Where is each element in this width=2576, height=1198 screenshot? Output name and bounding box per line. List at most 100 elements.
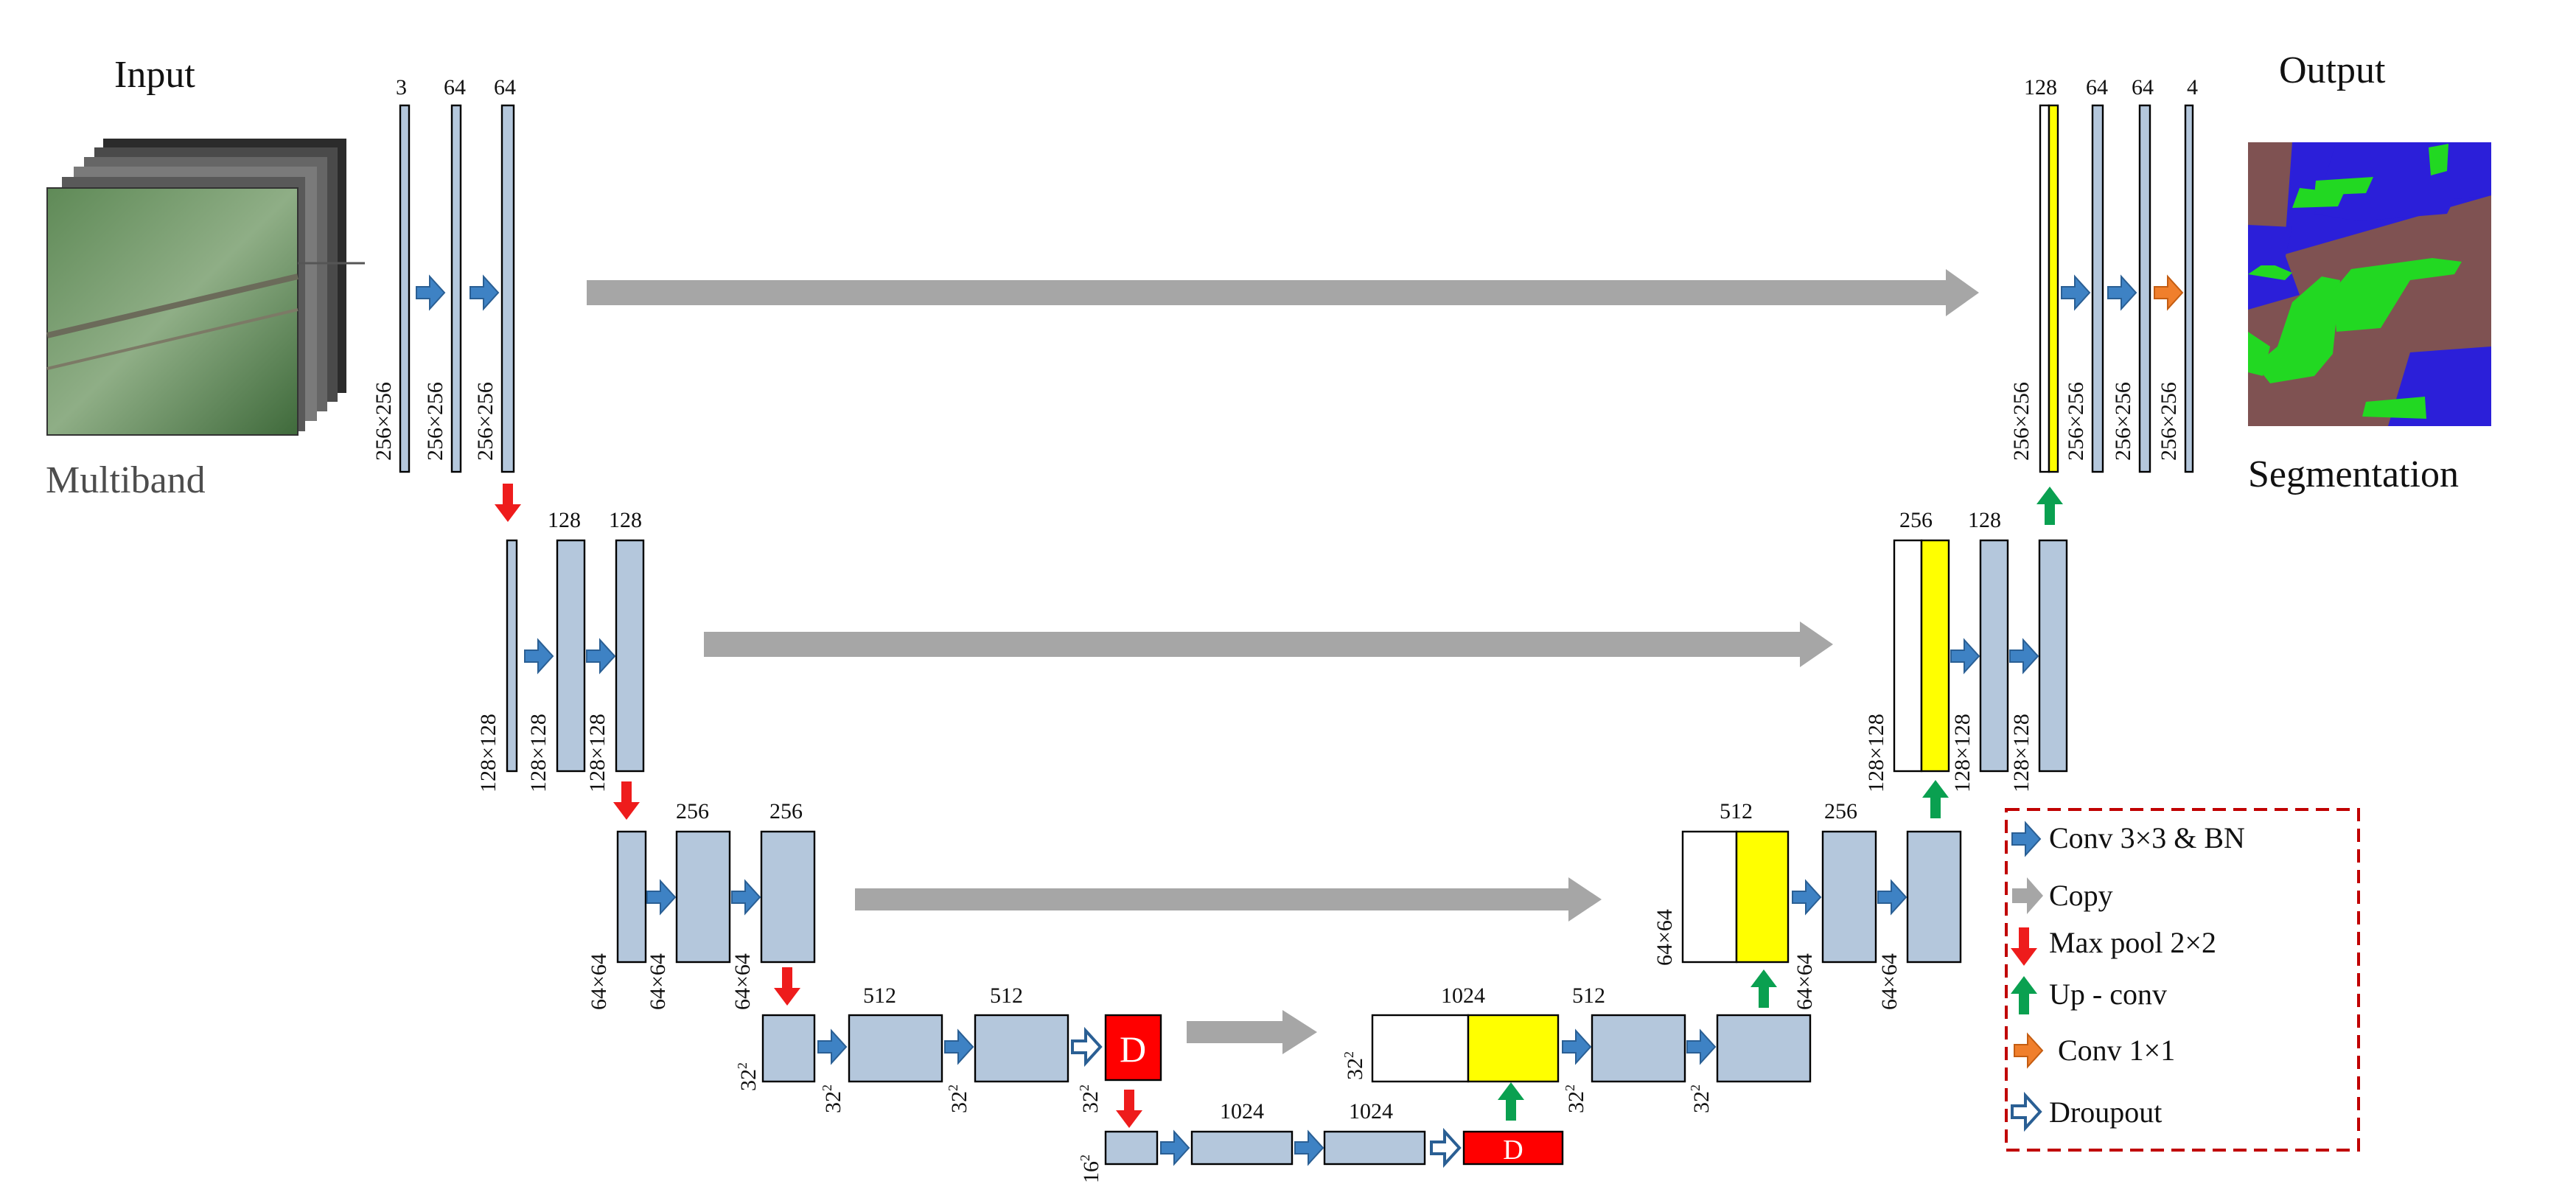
size-exp: 2 [735, 1062, 750, 1069]
d1-upconv-map [2048, 104, 2059, 473]
copy-arrow-l4 [1187, 1010, 1317, 1054]
l3-size-1: 64×64 [587, 953, 611, 1010]
conv-arrow [1792, 880, 1821, 914]
size-base: 32 [821, 1091, 845, 1113]
output-title: Output [2279, 49, 2386, 91]
maxpool-arrow [495, 484, 521, 522]
upconv-arrow [2036, 487, 2063, 525]
maxpool-arrow [1116, 1090, 1142, 1128]
d3-ch-512: 512 [1720, 799, 1753, 823]
l2-ch-128b: 128 [609, 508, 642, 532]
legend-conv-label: Conv 3×3 & BN [2049, 821, 2245, 854]
d1-ch-64a: 64 [2086, 75, 2108, 100]
size-base: 32 [1078, 1091, 1103, 1113]
dropout-arrow [2011, 1094, 2042, 1129]
multiband-image-stack [46, 139, 365, 436]
conv-arrow [470, 276, 499, 310]
l3-size-3: 64×64 [730, 953, 755, 1010]
d1-map-64b [2138, 104, 2151, 473]
size-exp: 2 [1563, 1084, 1577, 1091]
d2-copied-map [1893, 539, 1923, 773]
l3-map-256b [760, 830, 816, 964]
conv1x1-arrow [2014, 1034, 2043, 1068]
conv-arrow [1160, 1131, 1190, 1165]
d3-size-1: 64×64 [1652, 909, 1677, 966]
size-base: 32 [1689, 1091, 1714, 1113]
dropout-arrow [1071, 1029, 1102, 1065]
d3-size-3: 64×64 [1877, 953, 1902, 1010]
d1-ch-4: 4 [2187, 75, 2198, 100]
d2-size-1: 128×128 [1864, 714, 1888, 793]
d4-map-512a [1591, 1014, 1686, 1083]
size-base: 32 [736, 1069, 761, 1091]
l1-ch-3: 3 [396, 75, 407, 100]
l4-map-in [761, 1014, 816, 1083]
dropout-block-l4 [1104, 1014, 1162, 1082]
input-subtitle: Multiband [46, 459, 206, 501]
l1-input-map [399, 104, 411, 473]
d2-map-128a [1979, 539, 2009, 773]
l3-map-256a [675, 830, 731, 964]
l3-map-in [616, 830, 647, 964]
upconv-arrow [1751, 969, 1777, 1008]
conv-arrow [2061, 276, 2090, 310]
maxpool-arrow [613, 781, 640, 820]
copy-arrow-l3 [855, 877, 1602, 922]
copy-arrow-l1 [587, 269, 1979, 316]
conv-arrow [1294, 1131, 1324, 1165]
legend-border [2005, 808, 2360, 1152]
size-exp: 2 [946, 1084, 960, 1091]
legend-maxpool-label: Max pool 2×2 [2049, 926, 2216, 959]
l3-size-2: 64×64 [646, 953, 670, 1010]
input-title: Input [114, 54, 195, 96]
l2-size-2: 128×128 [526, 714, 551, 793]
l1-map-64b [500, 104, 515, 473]
upconv-arrow [2011, 976, 2037, 1014]
maxpool-arrow [774, 967, 800, 1006]
d3-map-256a [1821, 830, 1877, 964]
d3-size-2: 64×64 [1793, 953, 1817, 1010]
conv-arrow [2107, 276, 2137, 310]
conv-arrow [1686, 1030, 1716, 1064]
l4-size-3: 322 [946, 1084, 971, 1113]
size-base: 32 [1564, 1091, 1588, 1113]
l2-map-in [506, 539, 518, 773]
l5-ch-1024a: 1024 [1220, 1099, 1264, 1124]
output-subtitle: Segmentation [2248, 453, 2459, 495]
size-base: 16 [1079, 1161, 1103, 1183]
d3-map-256b [1906, 830, 1962, 964]
size-exp: 2 [1341, 1051, 1356, 1058]
l1-size-1: 256×256 [371, 382, 396, 461]
l1-ch-64a: 64 [444, 75, 466, 100]
upconv-arrow [1498, 1082, 1524, 1121]
l5-ch-1024b: 1024 [1349, 1099, 1393, 1124]
d3-upconv-map [1735, 830, 1790, 964]
d4-map-512b [1716, 1014, 1812, 1083]
d1-size-2: 256×256 [2064, 382, 2088, 461]
conv-arrow [646, 880, 676, 914]
segmentation-map [2248, 142, 2491, 426]
conv-arrow [1877, 880, 1907, 914]
size-exp: 2 [820, 1084, 834, 1091]
conv-arrow [817, 1030, 847, 1064]
conv-arrow [1950, 639, 1980, 673]
d1-ch-64b: 64 [2132, 75, 2154, 100]
l4-map-512b [974, 1014, 1069, 1083]
l4-ch-512b: 512 [990, 983, 1023, 1008]
size-exp: 2 [1078, 1155, 1092, 1161]
l5-map-1024b [1323, 1130, 1426, 1166]
l1-size-3: 256×256 [473, 382, 498, 461]
d3-copied-map [1681, 830, 1738, 964]
l1-map-64a [450, 104, 462, 473]
d2-map-128b [2038, 539, 2068, 773]
dropout-block-l5 [1462, 1130, 1564, 1166]
l5-size: 162 [1078, 1155, 1103, 1183]
legend-copy-label: Copy [2049, 879, 2113, 912]
l4-size-2: 322 [820, 1084, 845, 1113]
d1-size-1: 256×256 [2009, 382, 2034, 461]
d2-ch-128: 128 [1968, 508, 2001, 532]
dropout-arrow [1430, 1130, 1461, 1166]
conv-arrow [731, 880, 761, 914]
size-exp: 2 [1688, 1084, 1703, 1091]
